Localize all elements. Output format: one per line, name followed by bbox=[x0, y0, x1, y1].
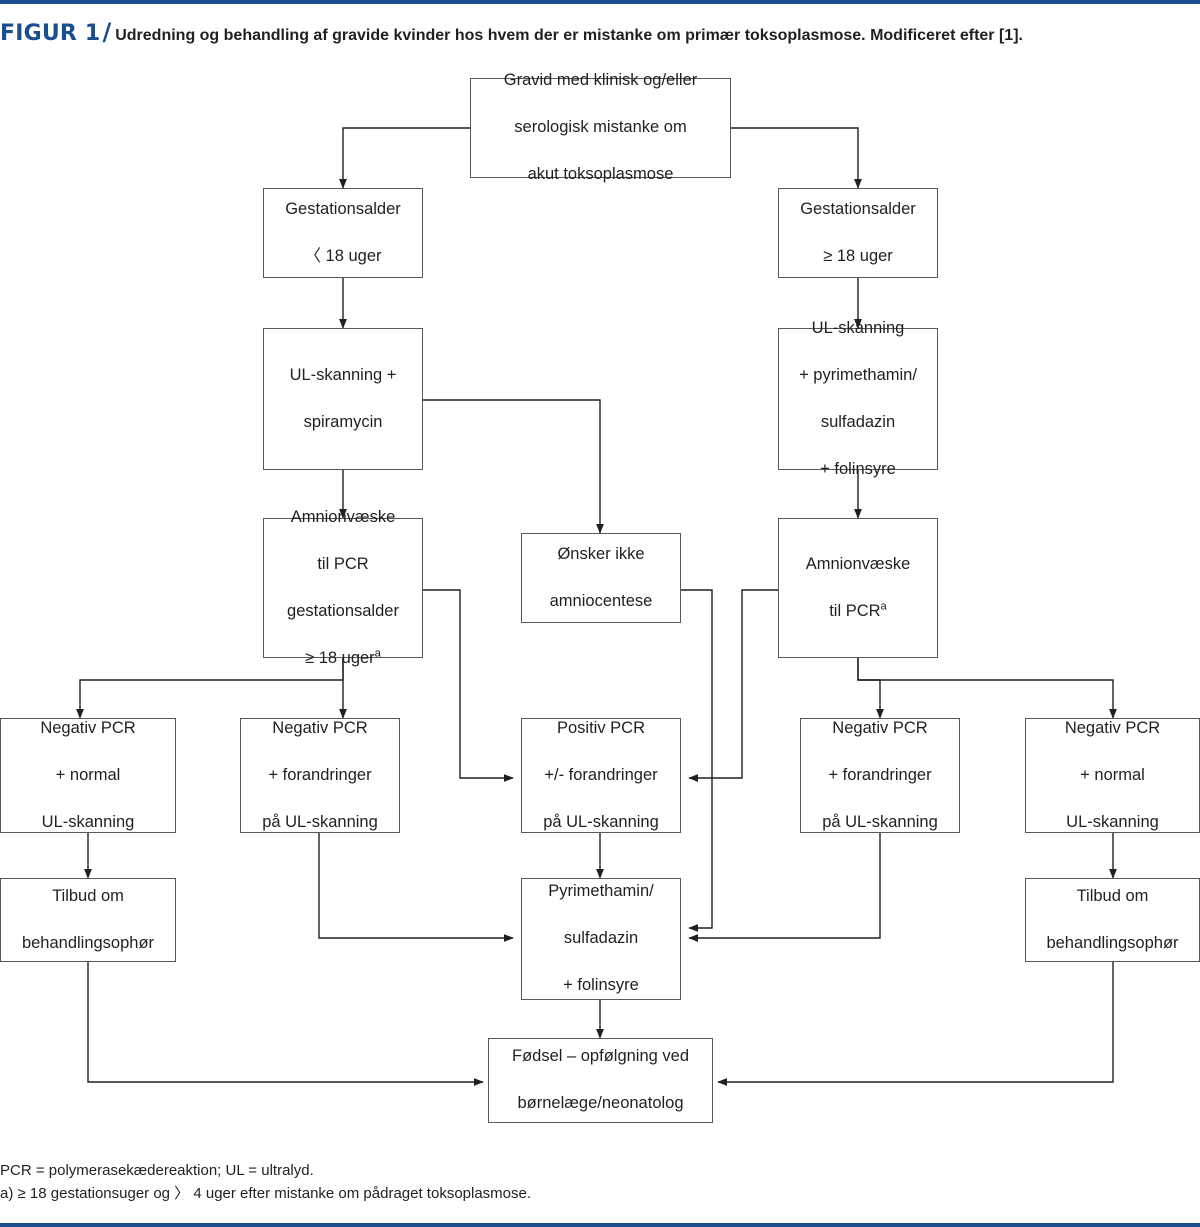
node-birth-line2: børnelæge/neonatolog bbox=[517, 1094, 684, 1113]
node-ul-pyrimethamin[interactable]: UL-skanning + pyrimethamin/ sulfadazin +… bbox=[778, 319, 938, 478]
node-neg-norm-l-line3: UL-skanning bbox=[41, 812, 135, 831]
node-ul-spira-line1: UL-skanning + bbox=[289, 365, 397, 384]
node-amnion-left-line1: Amnionvæske bbox=[290, 508, 396, 527]
node-amnion-right[interactable]: Amnionvæske til PCRa bbox=[778, 518, 938, 658]
node-neg-for-r-line2: + forandringer bbox=[828, 765, 932, 784]
node-neg-norm-r-line2: + normal bbox=[1080, 765, 1145, 784]
node-stop-r-line1: Tilbud om bbox=[1076, 886, 1149, 905]
node-neg-for-l-line1: Negativ PCR bbox=[272, 718, 368, 737]
node-negative-pcr-normal-left[interactable]: Negativ PCR + normal UL-skanning bbox=[0, 718, 176, 833]
footnote-marker-a-right: a bbox=[880, 600, 887, 613]
node-gestational-age-lt-18[interactable]: Gestationsalder 〈 18 uger bbox=[263, 188, 423, 278]
node-amnion-left-line4-text: ≥ 18 uger bbox=[305, 648, 375, 667]
node-amnion-left-line4: ≥ 18 ugera bbox=[287, 647, 399, 670]
bottom-accent-rule bbox=[0, 1223, 1200, 1227]
node-ga-ge18-line1: Gestationsalder bbox=[800, 199, 916, 218]
flowchart-canvas: Gravid med klinisk og/eller serologisk m… bbox=[0, 60, 1200, 1150]
node-birth-line1: Fødsel – opfølgning ved bbox=[511, 1047, 689, 1066]
node-negative-pcr-normal-right[interactable]: Negativ PCR + normal UL-skanning bbox=[1025, 718, 1200, 833]
node-neg-for-r-line1: Negativ PCR bbox=[832, 718, 928, 737]
node-neg-norm-l-line1: Negativ PCR bbox=[40, 718, 136, 737]
node-stop-treatment-left[interactable]: Tilbud om behandlingsophør bbox=[0, 878, 176, 962]
node-stop-r-line2: behandlingsophør bbox=[1046, 933, 1179, 952]
node-birth-followup[interactable]: Fødsel – opfølgning ved børnelæge/neonat… bbox=[488, 1038, 713, 1123]
node-no-amnio-line1: Ønsker ikke bbox=[557, 544, 645, 563]
footnotes: PCR = polymerasekædereaktion; UL = ultra… bbox=[0, 1159, 1180, 1206]
node-amnion-right-line2-text: til PCR bbox=[829, 601, 881, 620]
node-neg-norm-l-line2: + normal bbox=[55, 765, 121, 784]
node-ul-pyri-line1: UL-skanning bbox=[811, 319, 905, 338]
node-amnion-right-line2: til PCRa bbox=[806, 600, 911, 623]
node-pos-pcr-line2: +/- forandringer bbox=[544, 765, 658, 784]
node-treat-line2: sulfadazin bbox=[563, 929, 639, 948]
node-stop-treatment-right[interactable]: Tilbud om behandlingsophør bbox=[1025, 878, 1200, 962]
node-negative-pcr-changes-right[interactable]: Negativ PCR + forandringer på UL-skannin… bbox=[800, 718, 960, 833]
node-treat-line3: + folinsyre bbox=[563, 976, 639, 995]
node-start-line2: serologisk mistanke om bbox=[514, 118, 687, 137]
node-neg-for-l-line2: + forandringer bbox=[268, 765, 372, 784]
node-gestational-age-ge-18[interactable]: Gestationsalder ≥ 18 uger bbox=[778, 188, 938, 278]
top-accent-rule bbox=[0, 0, 1200, 4]
node-amnion-left-line2: til PCR bbox=[317, 554, 369, 573]
node-declines-amniocentesis[interactable]: Ønsker ikke amniocentese bbox=[521, 533, 681, 623]
figure-label: FIGUR 1 bbox=[0, 21, 101, 46]
footnote-note-a: a) ≥ 18 gestationsuger og 〉 4 uger efter… bbox=[0, 1184, 532, 1202]
node-pos-pcr-line1: Positiv PCR bbox=[556, 718, 645, 737]
figure-separator: / bbox=[102, 18, 112, 46]
node-negative-pcr-changes-left[interactable]: Negativ PCR + forandringer på UL-skannin… bbox=[240, 718, 400, 833]
node-amnion-left-line3: gestationsalder bbox=[287, 601, 399, 620]
footnote-marker-a: a bbox=[374, 647, 381, 660]
node-start-line1: Gravid med klinisk og/eller bbox=[503, 71, 698, 90]
node-ul-pyri-line2: + pyrimethamin/ bbox=[799, 365, 917, 384]
node-neg-norm-r-line1: Negativ PCR bbox=[1064, 718, 1161, 737]
node-start-line3: akut toksoplasmose bbox=[527, 165, 674, 184]
node-no-amnio-line2: amniocentese bbox=[549, 591, 653, 610]
node-ga-lt18-line1: Gestationsalder bbox=[285, 199, 401, 218]
node-neg-norm-r-line3: UL-skanning bbox=[1066, 812, 1159, 831]
node-positive-pcr[interactable]: Positiv PCR +/- forandringer på UL-skann… bbox=[521, 718, 681, 833]
footnote-abbreviations: PCR = polymerasekædereaktion; UL = ultra… bbox=[0, 1161, 314, 1179]
node-neg-for-r-line3: på UL-skanning bbox=[822, 812, 938, 831]
node-treatment[interactable]: Pyrimethamin/ sulfadazin + folinsyre bbox=[521, 878, 681, 1000]
node-stop-l-line1: Tilbud om bbox=[52, 886, 124, 905]
node-start[interactable]: Gravid med klinisk og/eller serologisk m… bbox=[470, 71, 731, 183]
node-amnion-left[interactable]: Amnionvæske til PCR gestationsalder ≥ 18… bbox=[263, 508, 423, 667]
node-pos-pcr-line3: på UL-skanning bbox=[543, 812, 659, 831]
node-ga-ge18-line2: ≥ 18 uger bbox=[823, 246, 893, 265]
figure-caption: Udredning og behandling af gravide kvind… bbox=[115, 27, 1023, 44]
node-ul-spira-line2: spiramycin bbox=[303, 412, 383, 431]
node-ga-lt18-line2: 〈 18 uger bbox=[304, 246, 382, 265]
node-treat-line1: Pyrimethamin/ bbox=[548, 882, 654, 901]
node-stop-l-line2: behandlingsophør bbox=[21, 933, 155, 952]
node-amnion-right-line1: Amnionvæske bbox=[805, 554, 911, 573]
node-ul-spiramycin[interactable]: UL-skanning + spiramycin bbox=[263, 328, 423, 470]
node-neg-for-l-line3: på UL-skanning bbox=[262, 812, 378, 831]
node-ul-pyri-line3: sulfadazin bbox=[820, 412, 896, 431]
node-ul-pyri-line4: + folinsyre bbox=[820, 459, 896, 478]
figure-header: FIGUR 1/Udredning og behandling af gravi… bbox=[0, 18, 1200, 52]
